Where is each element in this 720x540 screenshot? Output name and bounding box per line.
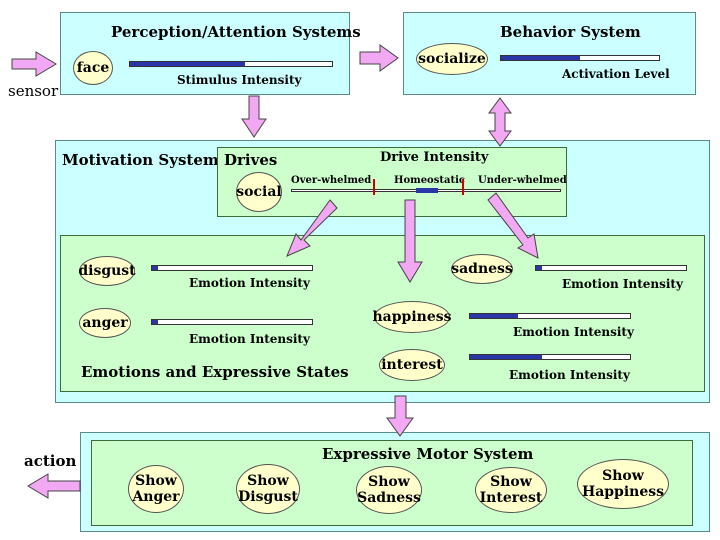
- perception-to-motivation-arrow: [241, 95, 267, 138]
- happiness-intensity-label: Emotion Intensity: [513, 325, 634, 339]
- drives-to-happiness-arrow: [397, 199, 423, 283]
- under-whelmed-label: Under-whelmed: [478, 175, 567, 186]
- stimulus-intensity-label: Stimulus Intensity: [177, 73, 302, 87]
- anger-node: anger: [79, 308, 131, 338]
- activation-level-fill: [501, 56, 580, 60]
- socialize-node: socialize: [416, 43, 488, 75]
- behavior-system-box: Behavior System socialize Activation Lev…: [403, 12, 696, 95]
- happiness-intensity-bar: [469, 313, 631, 319]
- perception-attention-box: Perception/Attention Systems face Stimul…: [60, 12, 361, 95]
- sensor-label: sensor: [8, 82, 59, 100]
- disgust-intensity-label: Emotion Intensity: [189, 276, 310, 290]
- emotions-box: disgust Emotion Intensity anger Emotion …: [60, 235, 705, 392]
- interest-intensity-bar: [469, 354, 631, 360]
- perception-title: Perception/Attention Systems: [111, 23, 361, 41]
- social-node: social: [236, 172, 282, 212]
- disgust-intensity-fill: [152, 266, 159, 270]
- drive-intensity-marker: [416, 188, 438, 193]
- over-whelmed-label: Over-whelmed: [291, 175, 372, 186]
- action-label: action: [24, 452, 77, 470]
- stimulus-intensity-fill: [130, 62, 246, 66]
- interest-node: interest: [379, 349, 445, 381]
- face-node: face: [73, 51, 113, 85]
- happiness-node: happiness: [373, 301, 452, 333]
- drive-intensity-title: Drive Intensity: [380, 150, 489, 165]
- homeostatic-label: Homeostatic: [394, 175, 465, 186]
- drives-title: Drives: [224, 151, 278, 169]
- action-arrow: [27, 473, 81, 499]
- perception-to-behavior-arrow: [359, 44, 399, 72]
- motivation-title: Motivation System: [62, 151, 219, 169]
- emotions-to-motor-arrow: [386, 395, 414, 437]
- disgust-intensity-bar: [151, 265, 313, 271]
- happiness-intensity-fill: [470, 314, 518, 318]
- activation-level-bar: [500, 55, 660, 61]
- behavior-drives-arrow: [488, 97, 512, 147]
- sadness-intensity-bar: [535, 265, 687, 271]
- anger-intensity-label: Emotion Intensity: [189, 332, 310, 346]
- motor-title: Expressive Motor System: [322, 445, 534, 463]
- sensor-arrow: [11, 51, 57, 77]
- disgust-node: disgust: [78, 256, 136, 286]
- emotions-title: Emotions and Expressive States: [81, 363, 349, 381]
- sadness-intensity-label: Emotion Intensity: [562, 277, 683, 291]
- drives-to-sadness-arrow: [487, 192, 539, 259]
- drives-to-disgust-arrow: [286, 199, 338, 257]
- interest-intensity-fill: [470, 355, 542, 359]
- under-whelmed-threshold: [462, 179, 464, 195]
- stimulus-intensity-bar: [129, 61, 333, 67]
- behavior-title: Behavior System: [500, 23, 641, 41]
- sadness-node: sadness: [451, 254, 513, 284]
- over-whelmed-threshold: [373, 179, 375, 195]
- drives-box: Drives Drive Intensity social Over-whelm…: [217, 147, 567, 217]
- activation-level-label: Activation Level: [562, 67, 670, 81]
- anger-intensity-fill: [152, 320, 159, 324]
- interest-intensity-label: Emotion Intensity: [509, 368, 630, 382]
- anger-intensity-bar: [151, 319, 313, 325]
- sadness-intensity-fill: [536, 266, 542, 270]
